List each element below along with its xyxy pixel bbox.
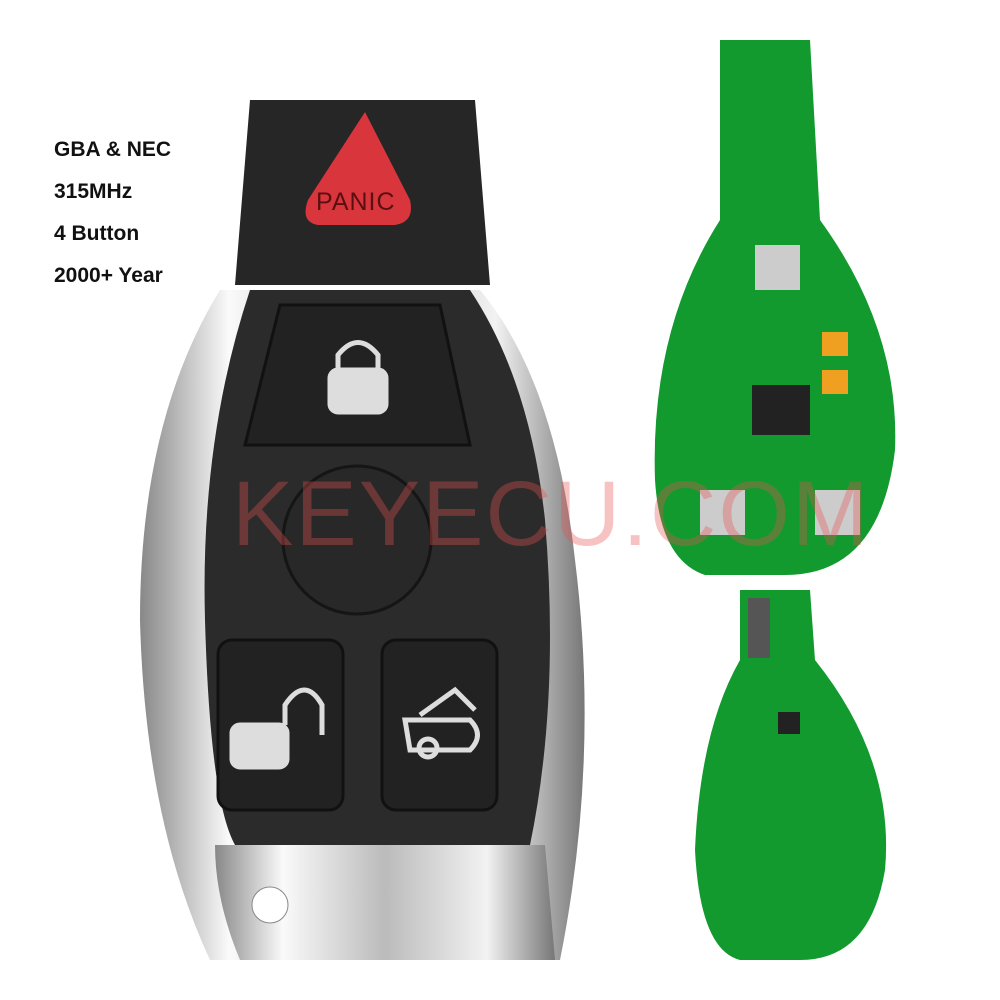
pcb-board-top <box>654 40 896 575</box>
spec-buttons: 4 Button <box>54 222 140 245</box>
pcb-switch <box>755 245 800 290</box>
pcb-capacitor <box>822 370 848 394</box>
lock-icon <box>327 340 389 415</box>
spec-year: 2000+ Year <box>54 264 163 287</box>
trunk-button[interactable] <box>380 638 499 812</box>
watermark: KEYECU.COM <box>232 463 871 565</box>
pcb-chip <box>752 385 810 435</box>
pcb-board-bottom <box>695 590 887 960</box>
pcb-switch <box>700 490 745 535</box>
key-ring-tab <box>215 845 555 960</box>
pcb-capacitor <box>822 332 848 356</box>
key-fob <box>140 100 585 960</box>
spec-frequency: 315MHz <box>54 180 133 203</box>
pcb-chip <box>778 712 800 734</box>
pcb-switch <box>815 490 860 535</box>
center-logo-recess <box>281 464 433 616</box>
unlock-icon <box>229 687 325 770</box>
panic-label: PANIC <box>316 188 396 216</box>
panic-button[interactable] <box>305 112 411 225</box>
spec-chip: GBA & NEC <box>54 138 172 161</box>
key-ring-hole <box>251 886 289 924</box>
pcb-chip <box>748 598 770 658</box>
trunk-icon <box>402 686 480 760</box>
